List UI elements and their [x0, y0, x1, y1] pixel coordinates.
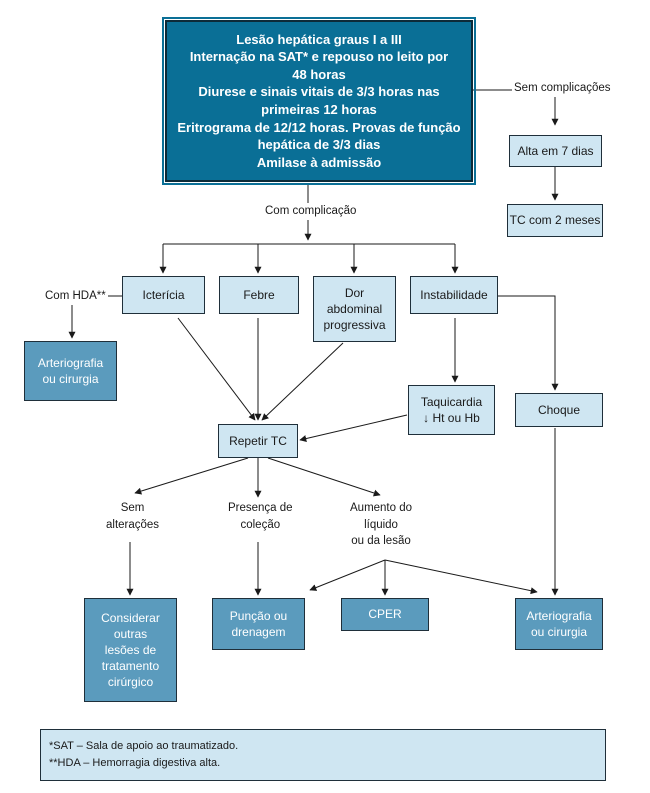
- box-febre: Febre: [219, 276, 299, 314]
- box-tc-2-meses: TC com 2 meses: [507, 204, 603, 237]
- initial-management-box: Lesão hepática graus I a III Internação …: [162, 17, 476, 185]
- box-considerar-outras-lesoes: Considerar outras lesões de tratamento c…: [84, 598, 177, 702]
- box-repetir-tc: Repetir TC: [218, 424, 298, 458]
- edge-repetir-to-sem-alteracoes: [134, 457, 249, 495]
- box-taquicardia: Taquicardia ↓ Ht ou Hb: [408, 385, 495, 435]
- box-instabilidade: Instabilidade: [410, 276, 498, 314]
- footnotes-box: *SAT – Sala de apoio ao traumatizado. **…: [40, 729, 606, 781]
- label-com-hda: Com HDA**: [43, 288, 108, 305]
- box-choque: Choque: [515, 393, 603, 427]
- edge-instabilidade-to-choque: [498, 295, 559, 391]
- edge-aumento-to-arterio-right: [384, 559, 538, 595]
- box-cper: CPER: [341, 598, 429, 631]
- edge-repetir-to-aumento: [267, 457, 381, 497]
- box-dor-abdominal: Dor abdominal progressiva: [313, 276, 396, 342]
- box-arteriografia-right: Arteriografia ou cirurgia: [515, 598, 603, 650]
- edge-ictericia-to-repetir: [177, 317, 256, 421]
- label-presenca-colecao: Presença de coleção: [226, 500, 295, 534]
- box-alta: Alta em 7 dias: [509, 135, 602, 167]
- label-com-complicacao: Com complicação: [263, 203, 359, 220]
- label-sem-alteracoes: Sem alterações: [104, 500, 162, 534]
- box-puncao-drenagem: Punção ou drenagem: [212, 598, 305, 650]
- label-aumento-liquido: Aumento do líquido ou da lesão: [348, 500, 415, 551]
- box-ictericia: Icterícia: [122, 276, 205, 314]
- edge-aumento-to-puncao: [309, 559, 386, 591]
- box-arteriografia-left: Arteriografia ou cirurgia: [24, 341, 117, 401]
- footnote-hda: **HDA – Hemorragia digestiva alta.: [49, 757, 221, 770]
- label-sem-complicacoes: Sem complicações: [512, 80, 613, 97]
- edge-dor-to-repetir: [261, 342, 344, 421]
- edge-taquicardia-to-repetir: [299, 414, 408, 442]
- footnote-sat: *SAT – Sala de apoio ao traumatizado.: [49, 740, 239, 752]
